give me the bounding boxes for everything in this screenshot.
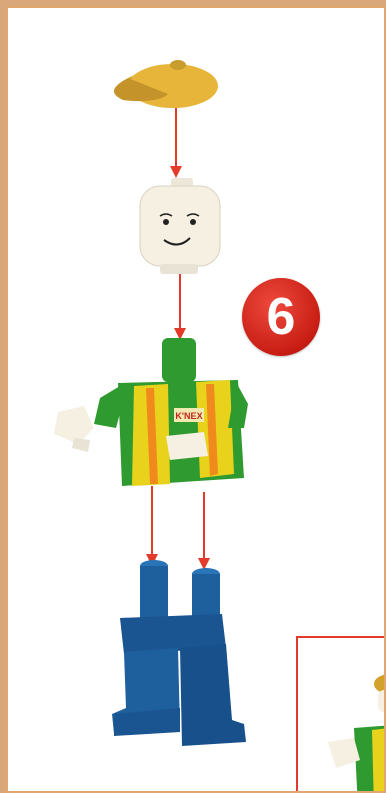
legs-part bbox=[112, 560, 246, 746]
instruction-page: K'NEX 6 bbox=[6, 6, 386, 793]
preview-inset bbox=[296, 636, 386, 793]
knex-logo: K'NEX bbox=[175, 411, 202, 421]
step-number: 6 bbox=[267, 291, 296, 343]
head-part bbox=[140, 178, 220, 274]
step-number-badge: 6 bbox=[242, 278, 320, 356]
torso-part: K'NEX bbox=[54, 338, 248, 486]
preview-figure bbox=[298, 638, 386, 793]
cap-part bbox=[114, 60, 218, 108]
